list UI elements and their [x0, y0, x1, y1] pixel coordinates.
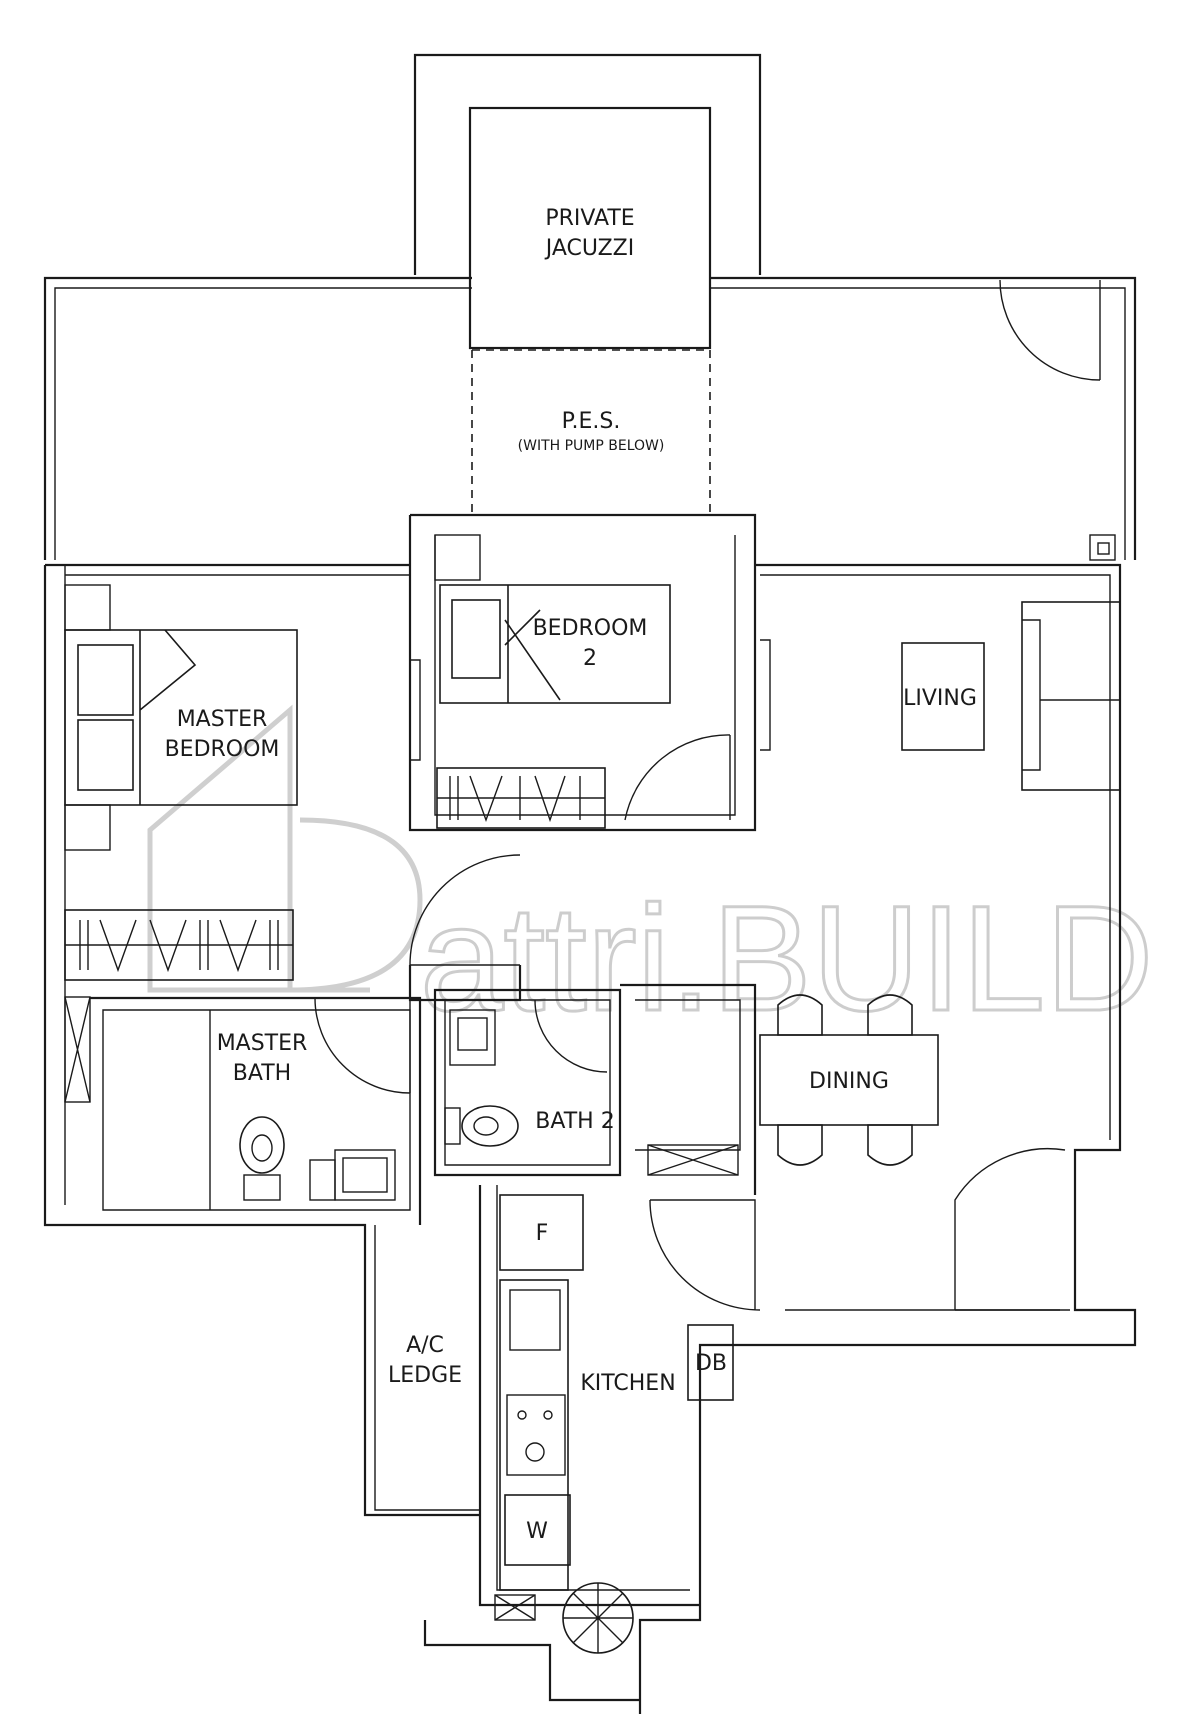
doors — [649, 1147, 1070, 1311]
master-bath — [90, 993, 422, 1225]
bottom-service — [423, 1582, 640, 1702]
bedroom2-bed — [439, 584, 671, 704]
watermark-logo-mark — [147, 704, 423, 993]
db-box — [687, 1324, 734, 1401]
pes-note: (WITH PUMP BELOW) — [518, 438, 665, 454]
sofa — [1021, 601, 1121, 791]
washer — [504, 1494, 571, 1566]
jacuzzi-label-1: PRIVATE — [545, 206, 634, 231]
bedroom2-label-1: BEDROOM — [533, 616, 648, 641]
room-labels: PRIVATE JACUZZI P.E.S. (WITH PUMP BELOW)… — [165, 206, 977, 1544]
master-toilet — [239, 1116, 285, 1174]
bedroom2-label-2: 2 — [583, 646, 597, 671]
pes-label: P.E.S. — [562, 409, 621, 434]
master-bedroom-label-2: BEDROOM — [165, 737, 280, 762]
master-bath-label-2: BATH — [233, 1061, 291, 1086]
bath2-label: BATH 2 — [535, 1109, 614, 1134]
dining-area — [759, 994, 939, 1166]
db-label: DB — [695, 1351, 727, 1376]
service-block — [620, 983, 757, 1195]
bath-2 — [433, 988, 622, 1177]
unit-walls — [43, 513, 1137, 1714]
bath2-toilet — [461, 1105, 519, 1147]
living-room — [901, 601, 1121, 791]
watermark-text: attri.BUILD — [420, 874, 1154, 1042]
ac-ledge-label-1: A/C — [406, 1333, 444, 1358]
terrace — [43, 276, 1137, 561]
kitchen — [478, 1185, 734, 1607]
fridge — [499, 1194, 584, 1271]
jacuzzi-area — [413, 53, 762, 350]
jacuzzi-label-2: JACUZZI — [544, 236, 634, 261]
living-label: LIVING — [903, 686, 977, 711]
kitchen-label: KITCHEN — [580, 1371, 675, 1396]
master-bedroom-label-1: MASTER — [177, 707, 268, 732]
master-bed — [64, 629, 298, 806]
dining-table — [759, 1034, 939, 1126]
pes-area — [471, 349, 711, 515]
washer-label: W — [526, 1519, 548, 1544]
tv-console — [901, 642, 985, 751]
dining-label: DINING — [809, 1069, 889, 1094]
master-bedroom — [64, 584, 298, 1103]
master-bath-label-1: MASTER — [217, 1031, 308, 1056]
watermark: attri.BUILD — [147, 704, 1155, 1044]
fridge-label: F — [536, 1221, 549, 1246]
bedroom-2 — [410, 534, 771, 829]
ac-ledge-label-2: LEDGE — [388, 1363, 462, 1388]
ac-ledge — [374, 1225, 480, 1511]
